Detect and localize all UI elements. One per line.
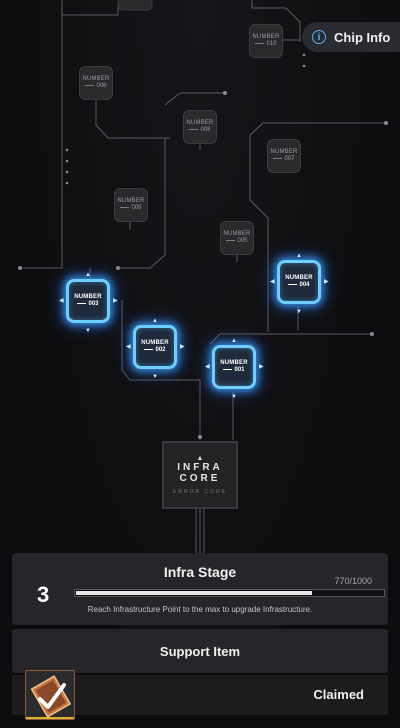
chip-009[interactable]: NUMBER 009: [114, 188, 148, 222]
chip-number: 006: [85, 83, 106, 90]
info-icon: i: [312, 30, 326, 44]
arrow-left-icon: ◀: [205, 364, 210, 370]
chip-004[interactable]: NUMBER 004: [277, 260, 321, 304]
chip-word: NUMBER: [82, 76, 110, 82]
chip-number: 004: [288, 282, 309, 289]
chip-005[interactable]: NUMBER 005: [220, 221, 254, 255]
chip-word: NUMBER: [141, 340, 169, 346]
claimed-status: Claimed: [313, 687, 364, 702]
chip-number: 008: [189, 127, 210, 134]
core-title: INFRA CORE: [177, 462, 223, 484]
arrow-left-icon: ◀: [270, 279, 275, 285]
chip-word: NUMBER: [252, 34, 280, 40]
infra-stage-hint: Reach Infrastructure Point to the max to…: [87, 605, 313, 614]
chip-number: 005: [226, 238, 247, 245]
chip-006[interactable]: NUMBER 006: [79, 66, 113, 100]
infra-stage-title: Infra Stage: [163, 564, 237, 580]
chip-007[interactable]: NUMBER 007: [267, 139, 301, 173]
arrow-right-icon: ▶: [324, 279, 329, 285]
chip-info-label: Chip Info: [334, 29, 391, 45]
chip-002[interactable]: NUMBER 002: [133, 325, 177, 369]
chip-info-button[interactable]: i Chip Info: [302, 22, 400, 52]
chip-008[interactable]: NUMBER 008: [183, 110, 217, 144]
chip-number: 010: [255, 41, 276, 48]
chip-number: 009: [120, 205, 141, 212]
core-subtitle: ERROR CODE: [173, 489, 227, 495]
chip-word: NUMBER: [285, 275, 313, 281]
support-item-title: Support Item: [159, 643, 241, 659]
reward-card-icon[interactable]: [25, 670, 75, 720]
infra-core[interactable]: ▲ INFRA CORE ERROR CODE: [162, 441, 238, 509]
infra-progress-text: 770/1000: [334, 576, 372, 586]
arrow-right-icon: ▶: [180, 344, 185, 350]
core-arrow-icon: ▲: [196, 455, 204, 462]
chip-number: 001: [223, 367, 244, 374]
arrow-up-icon: ▲: [231, 338, 237, 344]
chip-word: NUMBER: [186, 120, 214, 126]
infra-stage-number: 3: [37, 582, 50, 607]
arrow-right-icon: ▶: [113, 298, 118, 304]
arrow-down-icon: ▼: [231, 394, 237, 400]
arrow-down-icon: ▼: [296, 309, 302, 315]
chip-word: NUMBER: [117, 198, 145, 204]
infra-stage-panel: Infra Stage 3 770/1000 Reach Infrastruct…: [12, 553, 388, 625]
infra-progress-bar: [74, 589, 385, 597]
chip-word: NUMBER: [223, 231, 251, 237]
chip-001[interactable]: NUMBER 001: [212, 345, 256, 389]
arrow-down-icon: ▼: [85, 328, 91, 334]
chip-word: NUMBER: [220, 360, 248, 366]
chip-word: NUMBER: [74, 294, 102, 300]
arrow-up-icon: ▲: [296, 253, 302, 259]
arrow-up-icon: ▲: [152, 318, 158, 324]
chip-010[interactable]: NUMBER 010: [249, 24, 283, 58]
arrow-left-icon: ◀: [126, 344, 131, 350]
chip-003[interactable]: NUMBER 003: [66, 279, 110, 323]
arrow-up-icon: ▲: [85, 272, 91, 278]
chip-number: 002: [144, 347, 165, 354]
arrow-right-icon: ▶: [259, 364, 264, 370]
infra-progress-fill: [76, 591, 313, 595]
chip-word: NUMBER: [270, 149, 298, 155]
chip-number: 007: [273, 156, 294, 163]
arrow-down-icon: ▼: [152, 374, 158, 380]
arrow-left-icon: ◀: [59, 298, 64, 304]
support-item-header[interactable]: Support Item: [12, 629, 388, 673]
chip-number: 003: [77, 301, 98, 308]
